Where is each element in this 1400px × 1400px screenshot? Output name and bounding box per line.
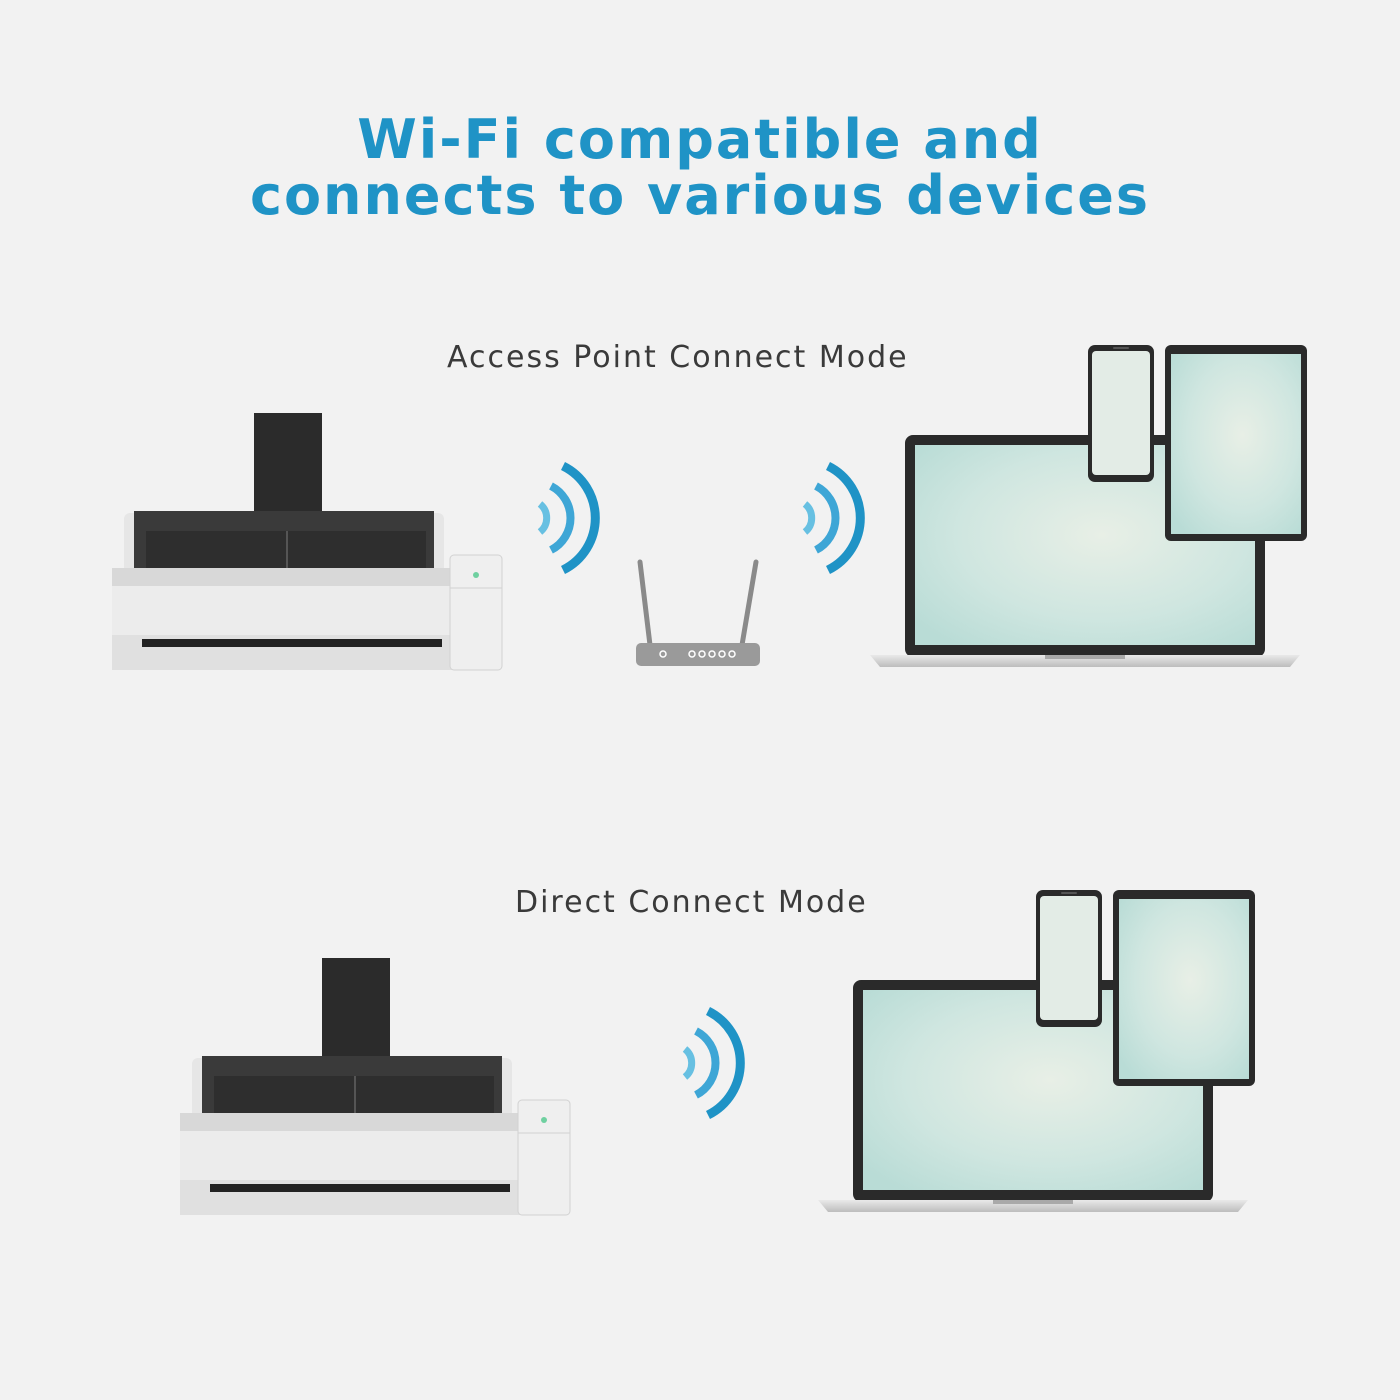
direct-connect-mode-label: Direct Connect Mode — [515, 885, 868, 920]
headline-line-1: Wi-Fi compatible and — [357, 108, 1043, 171]
devices-image — [870, 345, 1307, 667]
scanner-image — [179, 957, 571, 1216]
wifi-signal-icon — [805, 466, 860, 570]
router-icon — [636, 559, 760, 666]
wifi-signal-icon — [685, 1011, 740, 1115]
access-point-mode-label: Access Point Connect Mode — [447, 340, 909, 375]
devices-image — [818, 890, 1255, 1212]
scanner-image — [111, 412, 503, 671]
wifi-signal-icon — [540, 466, 595, 570]
headline-line-2: connects to various devices — [249, 164, 1151, 227]
headline: Wi-Fi compatible and connects to various… — [0, 112, 1400, 224]
